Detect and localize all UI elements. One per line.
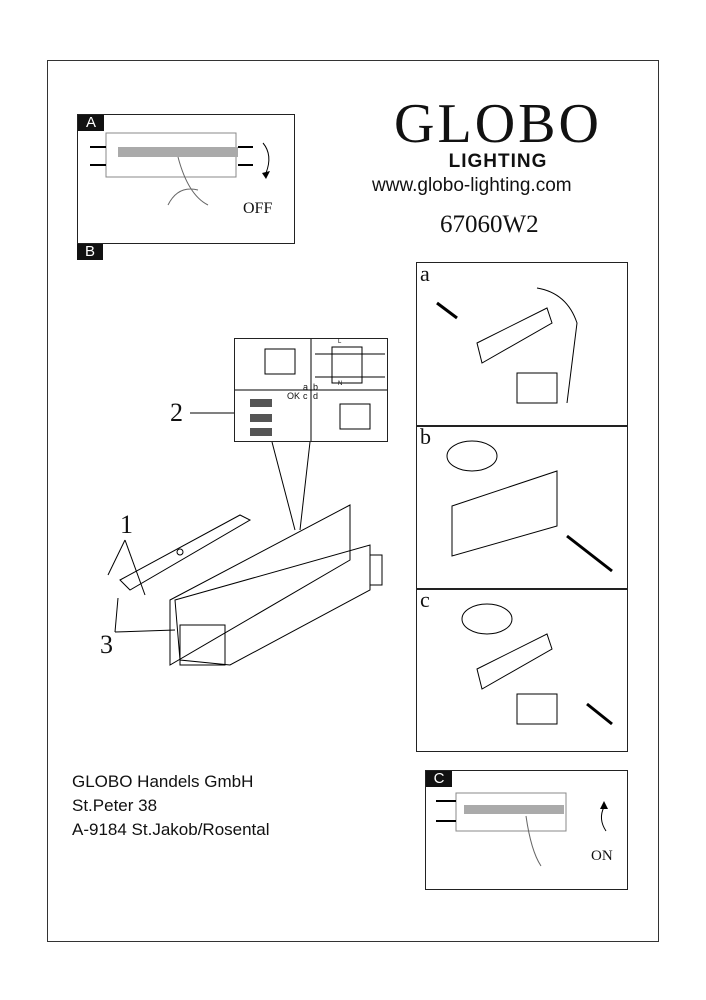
assembly-illustration (107, 412, 383, 666)
panel-label-c: c (420, 587, 430, 612)
live-label: L (338, 339, 342, 345)
step-c-switch-on: C ON (425, 770, 628, 890)
detail-a: a (303, 382, 309, 392)
ok-label: OK (287, 391, 301, 401)
address-company: GLOBO Handels GmbH (72, 772, 254, 791)
detail-c: c (303, 391, 308, 401)
step-label-c: C (426, 771, 452, 787)
brand-url: www.globo-lighting.com (372, 175, 572, 196)
brand-sub: LIGHTING (448, 151, 548, 172)
brand-name: GLOBO (394, 93, 602, 155)
on-label: ON (591, 848, 613, 864)
panel-a: a (416, 261, 628, 427)
step-label-a: A (78, 115, 104, 131)
step-a-switch-off: A OFF (77, 114, 295, 244)
mounting-bracket (119, 514, 252, 591)
address-street: St.Peter 38 (72, 796, 158, 815)
detail-b: b (313, 382, 319, 392)
brand-logo: GLOBO LIGHTING (368, 96, 628, 172)
model-number: 67060W2 (440, 211, 539, 238)
callout-1: 1 (120, 510, 133, 539)
callout-2: 2 (170, 398, 183, 427)
address-city: A-9184 St.Jakob/Rosental (72, 820, 270, 839)
detail-d: d (313, 391, 319, 401)
panel-c: c (416, 587, 628, 752)
off-label: OFF (243, 200, 273, 217)
wiring-detail: OK a b c d L N (234, 338, 388, 442)
neutral-label: N (338, 381, 343, 387)
lamp-body (169, 504, 383, 666)
panel-label-a: a (420, 261, 430, 286)
address: GLOBO Handels GmbH St.Peter 38 A-9184 St… (72, 770, 270, 842)
step-label-b: B (77, 244, 103, 260)
page-border (47, 60, 659, 942)
panel-label-b: b (420, 424, 431, 449)
panel-b: b (416, 424, 628, 590)
callout-3: 3 (100, 630, 113, 659)
breaker-illustration (90, 132, 270, 206)
